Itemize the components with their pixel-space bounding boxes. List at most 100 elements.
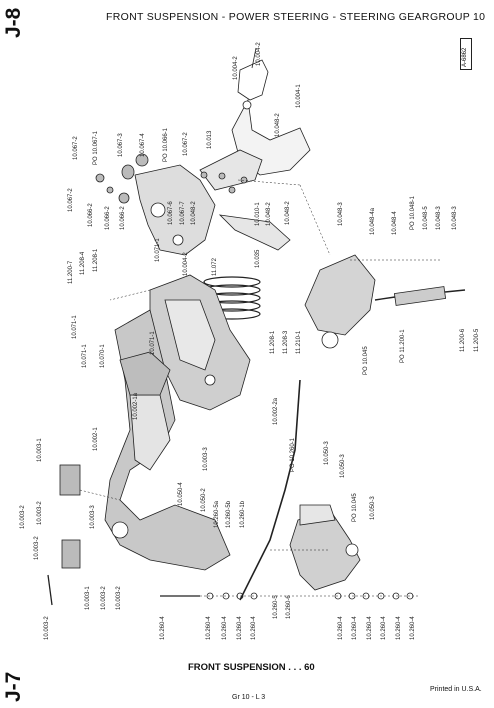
part-label: 10.067-3 (118, 133, 124, 157)
part-label: 10.260-4 (251, 616, 257, 640)
part-label: PO 10.067-1 (93, 130, 99, 165)
part-label: 10.003-3 (90, 505, 96, 529)
part-label: 10.071-1 (150, 331, 156, 355)
part-label: 10.048-5 (423, 206, 429, 230)
part-label: 11.200-7 (68, 260, 74, 284)
part-label: 10.260-4 (381, 616, 387, 640)
part-label: 10.260-5b (226, 500, 232, 528)
printed-note: Printed in U.S.A. (430, 686, 482, 693)
part-label: 10.067-6 (168, 201, 174, 225)
bracket-10-002-1a (119, 351, 171, 396)
part-label: 10.067-2 (73, 136, 79, 160)
part-label: 10.048-2 (285, 201, 291, 225)
part-label: 10.002-1a (133, 392, 139, 420)
part-label: 10.260-5 (273, 595, 279, 619)
part-label: 10.260-4 (338, 616, 344, 640)
part-label: 10.003-1 (85, 586, 91, 610)
part-label: 10.050-3 (340, 454, 346, 478)
part-label: 10.048-2 (275, 113, 281, 137)
part-label: 10.002-1 (93, 427, 99, 451)
part-label: 10.067-2 (68, 188, 74, 212)
part-label: 10.048-2 (191, 201, 197, 225)
part-label: PO 10.045 (363, 346, 369, 375)
part-label: 10.048-4a (370, 207, 376, 235)
part-label: 10.004-1 (296, 84, 302, 108)
part-label: 10.067-4 (140, 133, 146, 157)
part-label: 10.066-2 (105, 206, 111, 230)
page-ref: Gr 10 - L 3 (232, 694, 266, 701)
part-label: 10.003-3 (203, 447, 209, 471)
part-label: 10.048-3 (452, 206, 458, 230)
part-label: PO 10.260-1 (290, 437, 296, 472)
part-label: PO 10.048-1 (410, 195, 416, 230)
part-label: 10.260-1b (240, 500, 246, 528)
part-label: 11.210-1 (296, 330, 302, 354)
part-label: 10.070-1 (100, 344, 106, 368)
part-label: 10.035 (255, 249, 261, 268)
part-label: 10.003-2 (116, 586, 122, 610)
page-title: FRONT SUSPENSION - POWER STEERING - STEE… (106, 11, 430, 23)
part-label: 10.071-1 (72, 315, 78, 339)
part-label: 10.260-5a (214, 500, 220, 528)
part-label: 10.066-2 (88, 203, 94, 227)
crossmember-side (149, 274, 251, 411)
part-label: 10.048-3 (338, 202, 344, 226)
part-label: 10.071-1 (82, 344, 88, 368)
part-label: 10.050-4 (178, 482, 184, 506)
part-label: 11.200-6 (460, 328, 466, 352)
part-label: PO 11.200-1 (400, 329, 406, 363)
bracket-10-003-1 (59, 464, 81, 569)
lower-control-arm (289, 504, 361, 591)
lower-knuckle (304, 254, 376, 349)
figure-caption: FRONT SUSPENSION . . . 60 (188, 662, 315, 673)
part-label: 10.067-7 (180, 201, 186, 225)
group-label: GROUP 10 (430, 11, 486, 23)
part-label: 10.050-3 (324, 441, 330, 465)
part-label: 10.048-4 (392, 211, 398, 235)
part-label: 11.208-1 (270, 330, 276, 354)
section-code-bottom: J-7 (2, 671, 25, 702)
part-label: 10.260-4 (222, 616, 228, 640)
part-label: 10.260-4 (410, 616, 416, 640)
part-label: 10.002-2a (273, 397, 279, 425)
part-label: 10.003-2 (101, 586, 107, 610)
part-label: 10.260-4 (206, 616, 212, 640)
part-label: 10.260-4 (160, 616, 166, 640)
part-label: 10.067-2 (183, 132, 189, 156)
part-label: 10.004-2 (233, 56, 239, 80)
part-label: 10.004-2 (183, 252, 189, 276)
part-label: 10.260-4 (367, 616, 373, 640)
part-label: 10.003-1 (37, 438, 43, 462)
figure-id-box: A-6862 (460, 38, 472, 70)
part-label: 10.003-2 (44, 616, 50, 640)
part-label: 10.050-3 (370, 496, 376, 520)
part-label: 11.200-5 (474, 328, 480, 352)
part-label: 10.013 (207, 130, 213, 149)
part-label: PO 10.045 (352, 493, 358, 522)
part-label: 11.072 (212, 258, 218, 276)
sway-bar (239, 379, 301, 601)
part-label: 10.260-4 (352, 616, 358, 640)
part-label: 10.003-2 (34, 536, 40, 560)
upper-arm-bushings (95, 153, 248, 204)
part-label: 10.010-1 (255, 202, 261, 226)
part-label: 10.260-4 (396, 616, 402, 640)
part-label: 10.048-2 (266, 202, 272, 226)
part-label: 11.208-3 (283, 330, 289, 354)
part-label: 10.004-2 (256, 42, 262, 66)
part-label: 10.071-1 (155, 238, 161, 262)
part-label: 10.260-4 (237, 616, 243, 640)
part-label: 10.260-6 (286, 595, 292, 619)
coil-spring (203, 276, 261, 320)
part-label: 11.208-1 (93, 248, 99, 272)
part-label: 10.048-3 (436, 206, 442, 230)
part-label: 10.003-2 (37, 501, 43, 525)
part-label: 10.003-2 (20, 505, 26, 529)
assembly-lines (79, 179, 440, 597)
part-label: 11.208-4 (80, 251, 86, 275)
part-label: 10.050-2 (201, 488, 207, 512)
shock-absorber (374, 286, 466, 306)
part-label: 10.066-2 (120, 206, 126, 230)
part-label: PO 10.066-1 (163, 127, 169, 162)
